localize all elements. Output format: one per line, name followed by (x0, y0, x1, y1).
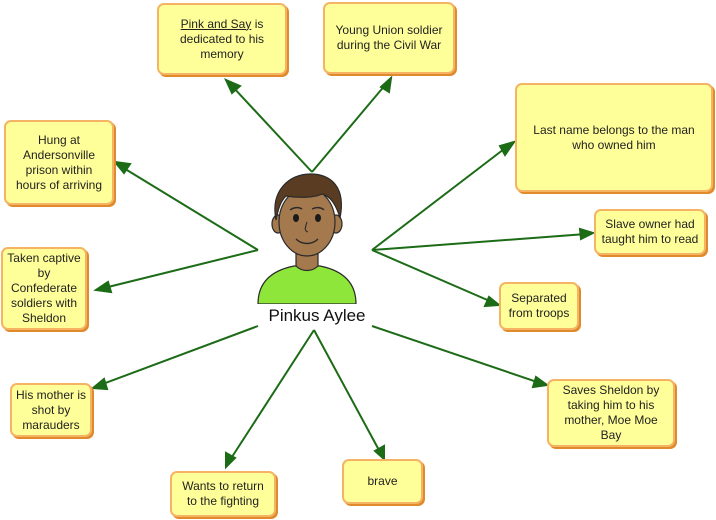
arrowhead-dedication (224, 78, 242, 95)
link-saves-sheldon (371, 325, 541, 384)
node-dedication[interactable]: Pink and Say is dedicated to his memory (157, 3, 287, 75)
node-saves-sheldon[interactable]: Saves Sheldon by taking him to his mothe… (547, 379, 675, 447)
boy-portrait-icon (257, 173, 357, 304)
link-mother-shot (99, 325, 259, 386)
link-separated (371, 249, 493, 303)
node-last-name[interactable]: Last name belongs to the man who owned h… (515, 83, 713, 192)
node-return-fighting[interactable]: Wants to return to the fighting (170, 471, 276, 517)
node-taught-read[interactable]: Slave owner had taught him to read (594, 209, 706, 255)
node-text: Young Union soldier during the Civil War (335, 23, 443, 52)
node-text: Hung at Andersonville prison within hour… (15, 132, 103, 192)
node-text: His mother is shot by marauders (16, 387, 87, 432)
node-text: Slave owner had taught him to read (601, 217, 699, 246)
arrowhead-union-soldier (379, 75, 393, 94)
link-taught-read (371, 233, 587, 251)
arrowhead-last-name (498, 140, 517, 157)
link-return-fighting (229, 329, 315, 461)
arrowhead-hung (112, 160, 132, 175)
center-label: Pinkus Aylee (268, 306, 366, 325)
arrowhead-saves-sheldon (531, 375, 550, 389)
arrowhead-separated (483, 295, 502, 308)
link-union-soldier (311, 83, 387, 173)
node-brave[interactable]: brave (342, 459, 423, 504)
link-last-name (371, 145, 509, 251)
arrowhead-captive (93, 280, 113, 294)
node-text: Pink and Say is dedicated to his memory (163, 17, 281, 62)
node-captive[interactable]: Taken captive by Confederate soldiers wi… (1, 247, 87, 330)
link-dedication (231, 85, 313, 173)
node-text: Last name belongs to the man who owned h… (533, 122, 695, 152)
node-text: Taken captive by Confederate soldiers wi… (7, 251, 81, 325)
arrowhead-brave (373, 444, 385, 462)
arrowhead-mother-shot (90, 377, 109, 391)
node-text: Saves Sheldon by taking him to his mothe… (562, 383, 660, 442)
book-title-link[interactable]: Pink and Say (180, 16, 252, 31)
arrowhead-return-fighting (225, 451, 237, 470)
node-text-rest: is dedicated to his memory (179, 16, 265, 61)
link-brave (313, 329, 381, 453)
node-hung[interactable]: Hung at Andersonville prison within hour… (4, 120, 114, 205)
node-mother-shot[interactable]: His mother is shot by marauders (10, 383, 92, 437)
node-text: Separated from troops (508, 291, 570, 320)
link-hung (121, 166, 259, 251)
node-union-soldier[interactable]: Young Union soldier during the Civil War (323, 2, 455, 74)
arrowhead-taught-read (578, 227, 596, 241)
node-text: Wants to return to the fighting (182, 479, 264, 508)
node-separated[interactable]: Separated from troops (499, 282, 579, 330)
link-captive (103, 249, 259, 289)
node-text: brave (367, 474, 398, 488)
